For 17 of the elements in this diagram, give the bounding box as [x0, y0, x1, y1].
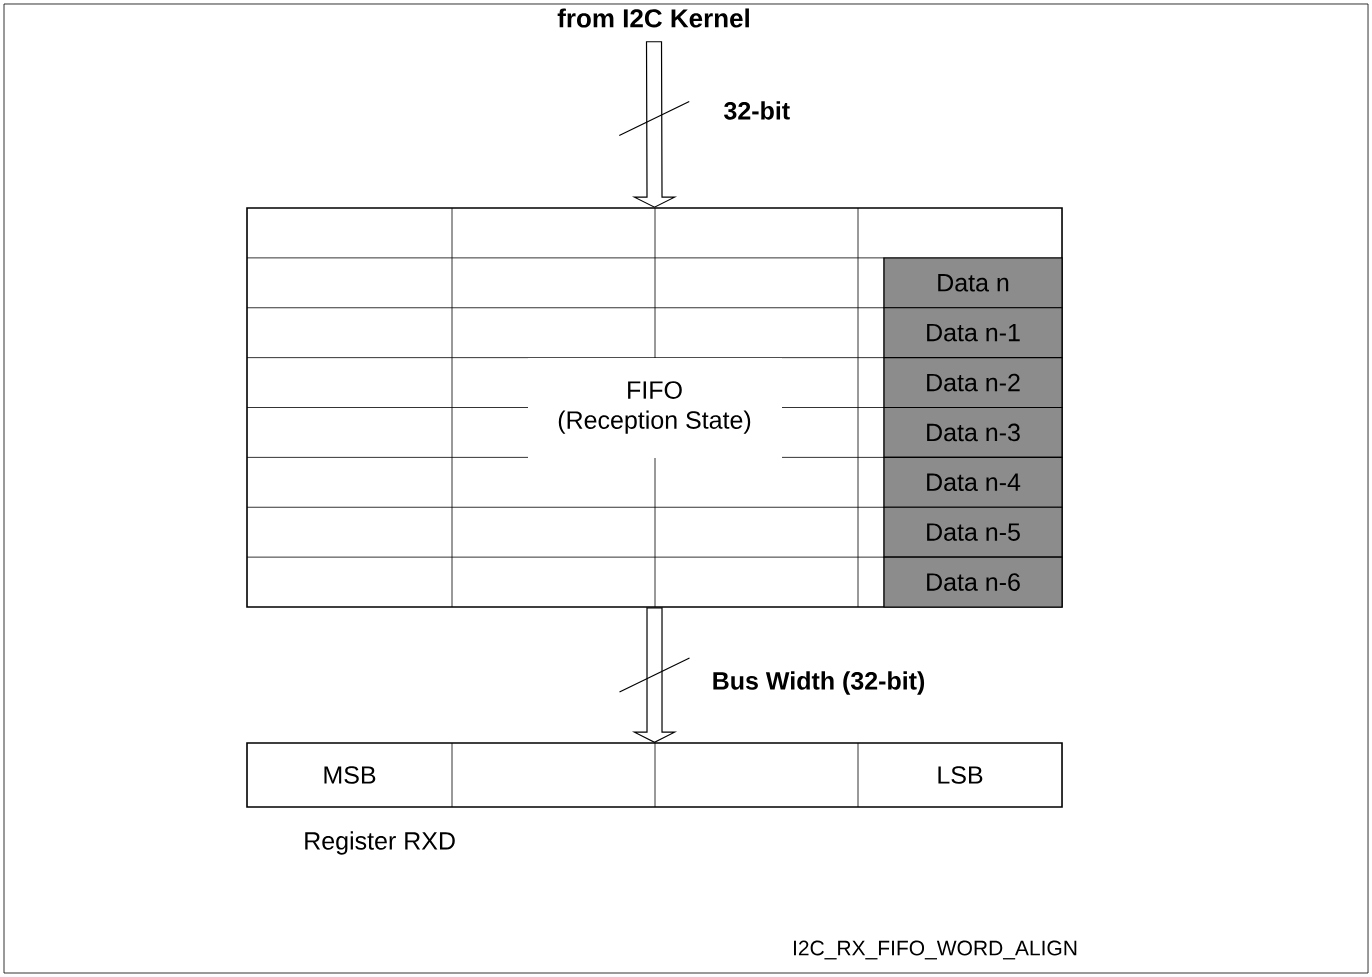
- data-cell: Data n-6: [883, 556, 1063, 608]
- data-cell: Data n-2: [883, 357, 1063, 409]
- register-box: MSB LSB: [246, 742, 1063, 808]
- data-cell: Data n-4: [883, 456, 1063, 508]
- data-cell: Data n-5: [883, 506, 1063, 558]
- data-cell: Data n-1: [883, 307, 1063, 359]
- node-label: MSB: [324, 766, 376, 784]
- register-name: Register RXD: [305, 831, 455, 855]
- edge-label: 32-bit: [721, 99, 793, 122]
- data-cell: Data n-3: [883, 406, 1063, 458]
- figure-id: I2C_RX_FIFO_WORD_ALIGN: [794, 940, 1077, 960]
- node-label: LSB: [938, 766, 983, 784]
- edge-label: Bus Width (32-bit): [709, 669, 928, 697]
- bus-arrow: [631, 607, 678, 743]
- source-label: from I2C Kernel: [557, 8, 749, 28]
- data-cell: Data n: [883, 257, 1063, 309]
- bus-arrow: [631, 41, 678, 208]
